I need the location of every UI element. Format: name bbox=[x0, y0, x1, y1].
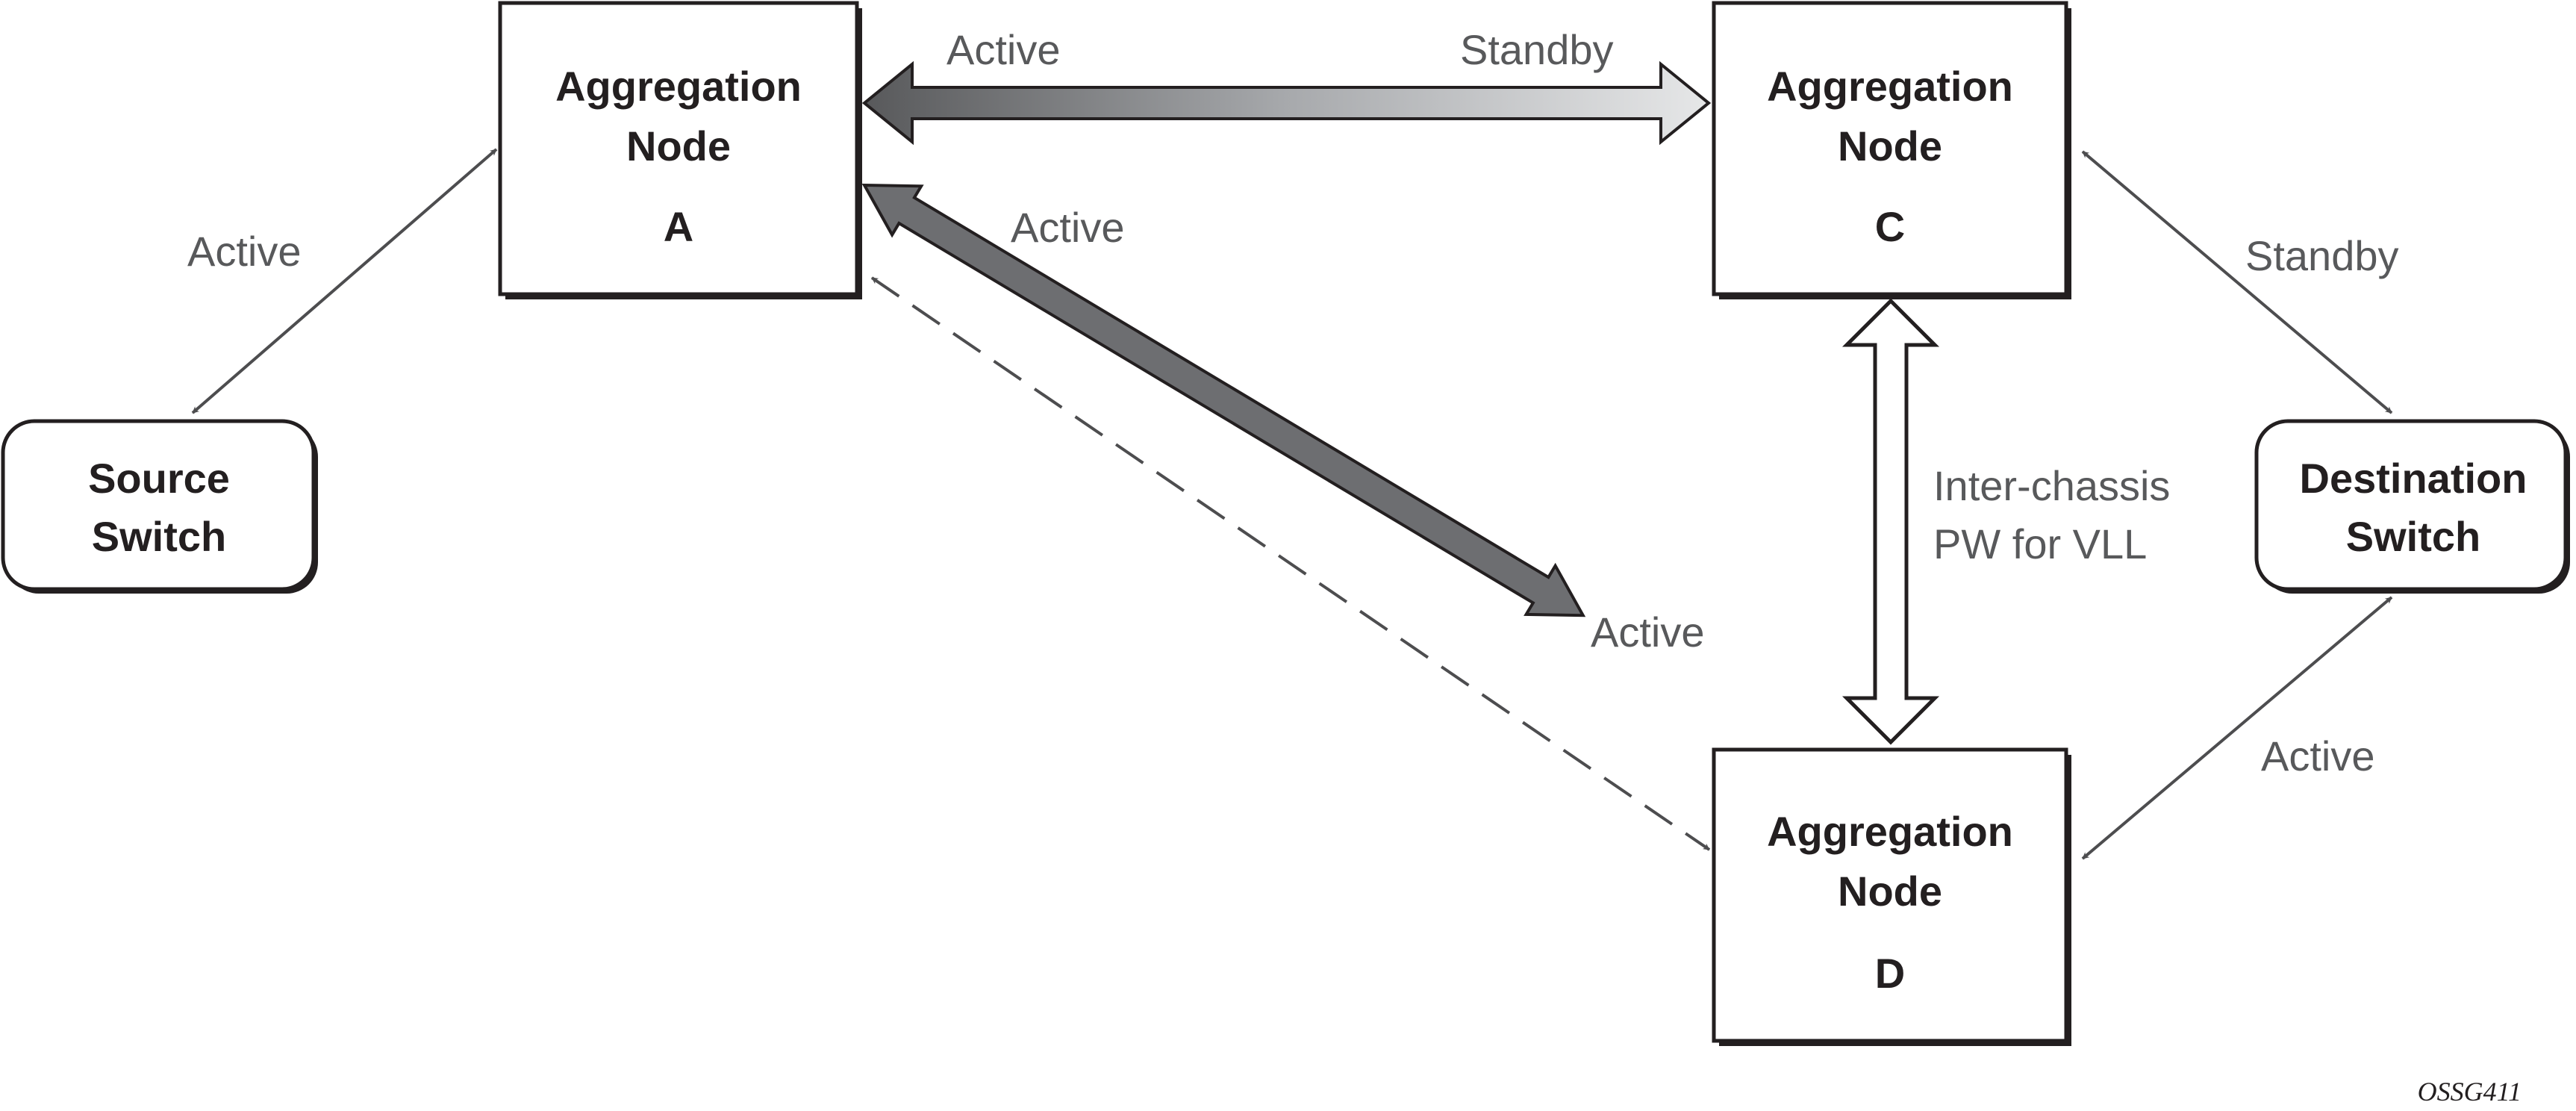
c-destination-link bbox=[2081, 150, 2393, 414]
source-switch: Source Switch bbox=[1, 419, 318, 594]
node-c-box bbox=[1712, 1, 2068, 296]
destination-switch: Destination Switch bbox=[2254, 419, 2570, 594]
source-a-link bbox=[191, 148, 498, 414]
source-a-label: Active bbox=[187, 228, 302, 275]
node-c-line2: Node bbox=[1838, 122, 1942, 169]
aggregation-node-d: Aggregation Node D bbox=[1712, 747, 2071, 1046]
aggregation-node-a: Aggregation Node A bbox=[498, 1, 862, 299]
d-destination-label: Active bbox=[2261, 732, 2375, 779]
node-a-line2: Node bbox=[626, 122, 731, 169]
node-d-line1: Aggregation bbox=[1767, 808, 2013, 855]
a-d-upper-label: Active bbox=[1011, 204, 1125, 251]
a-c-link bbox=[861, 60, 1712, 146]
node-d-line3: D bbox=[1875, 950, 1905, 997]
a-d-lower-label: Active bbox=[1591, 609, 1705, 656]
a-c-double-arrow bbox=[861, 60, 1712, 146]
aggregation-node-c: Aggregation Node C bbox=[1712, 1, 2071, 299]
d-destination-link bbox=[2081, 596, 2393, 860]
node-c-line1: Aggregation bbox=[1767, 63, 2013, 110]
a-d-double-arrow bbox=[861, 183, 1586, 617]
c-d-interchassis-arrow bbox=[1841, 298, 1940, 745]
node-d-line2: Node bbox=[1838, 868, 1942, 915]
a-d-active-link bbox=[861, 183, 1586, 617]
a-c-right-label: Standby bbox=[1460, 26, 1614, 73]
node-c-line3: C bbox=[1875, 203, 1905, 250]
destination-switch-box bbox=[2254, 419, 2568, 591]
figure-id: OSSG411 bbox=[2418, 1077, 2522, 1107]
node-a-box bbox=[498, 1, 859, 296]
node-d-box bbox=[1712, 747, 2068, 1043]
c-d-label-line2: PW for VLL bbox=[1933, 520, 2147, 567]
destination-switch-line2: Switch bbox=[2346, 513, 2480, 560]
source-switch-line2: Switch bbox=[92, 513, 226, 560]
destination-switch-line1: Destination bbox=[2300, 455, 2527, 502]
source-switch-line1: Source bbox=[88, 455, 230, 502]
node-a-line1: Aggregation bbox=[555, 63, 802, 110]
source-switch-box bbox=[1, 419, 316, 591]
c-d-label-line1: Inter-chassis bbox=[1933, 462, 2170, 509]
a-d-dashed-link bbox=[870, 276, 1711, 851]
node-a-line3: A bbox=[664, 203, 693, 250]
c-destination-label: Standby bbox=[2245, 232, 2399, 279]
a-c-left-label: Active bbox=[946, 26, 1061, 73]
